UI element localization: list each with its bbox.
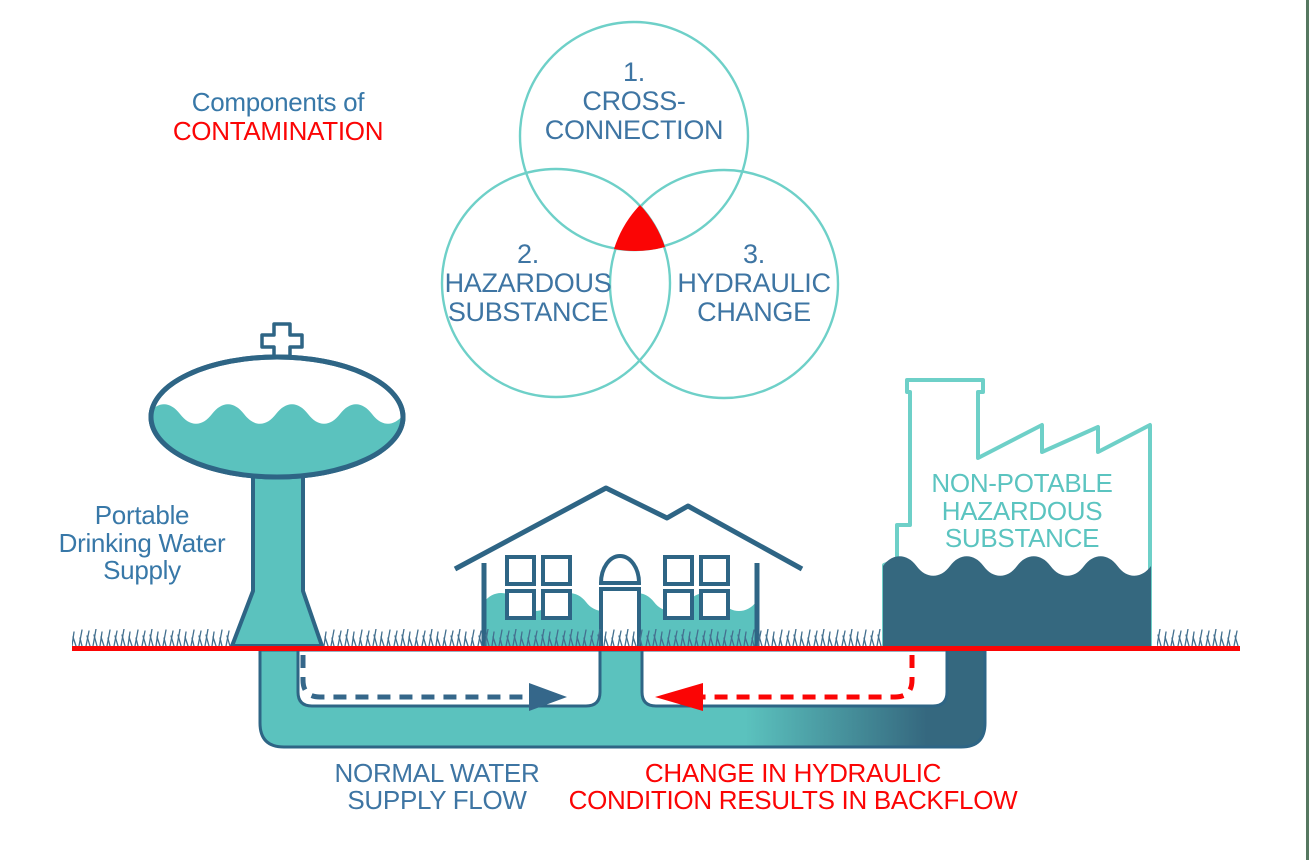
factory-label-line-1: NON-POTABLE	[931, 468, 1113, 498]
venn-circle-hydraulic-change	[608, 168, 840, 400]
water-tower-label-line-1: Portable	[94, 500, 190, 530]
water-tower-valve-icon	[260, 322, 304, 360]
venn-circle-3-line-1: HYDRAULIC	[677, 268, 831, 298]
heading-line-2: CONTAMINATION	[172, 116, 384, 146]
pipe-network	[258, 648, 987, 749]
page-edge-line	[1306, 0, 1309, 860]
venn-circle-2-line-2: SUBSTANCE	[447, 297, 609, 327]
backflow-label-line-2: CONDITION RESULTS IN BACKFLOW	[568, 785, 1018, 815]
water-tower-label-line-3: Supply	[103, 555, 181, 585]
venn-circle-1-line-2: CONNECTION	[544, 115, 724, 145]
ground-line	[72, 646, 1240, 651]
backflow-label-line-1: CHANGE IN HYDRAULIC	[644, 758, 942, 788]
house-door-arch	[598, 554, 642, 585]
venn-circle-2-number: 2.	[517, 239, 539, 269]
venn-circle-2-line-1: HAZARDOUS	[444, 268, 612, 298]
venn-diagram	[440, 20, 840, 400]
factory-hazardous-liquid	[883, 556, 1151, 648]
normal-flow-label-line-2: SUPPLY FLOW	[347, 785, 527, 815]
water-tower-label-line-2: Drinking Water	[58, 527, 226, 558]
house-window-right	[663, 555, 730, 620]
normal-flow-label-line-1: NORMAL WATER	[334, 758, 540, 788]
water-tower-tank-rim	[148, 354, 406, 480]
venn-circle-1-label: 1. CROSS- CONNECTION	[545, 58, 724, 145]
venn-circle-hazardous-substance	[440, 167, 672, 399]
factory-label-line-2: HAZARDOUS	[941, 495, 1103, 526]
venn-circle-3-label: 3. HYDRAULIC CHANGE	[677, 239, 831, 327]
venn-circle-3-number: 3.	[743, 239, 765, 269]
venn-red-intersection	[614, 205, 665, 251]
venn-circle-3-line-2: CHANGE	[697, 297, 811, 327]
backflow-label: CHANGE IN HYDRAULIC CONDITION RESULTS IN…	[569, 760, 1018, 814]
backflow-arrow	[655, 655, 915, 711]
water-tower-stem	[230, 458, 324, 648]
house-figure	[453, 485, 804, 650]
house-window-left	[505, 555, 572, 620]
venn-circle-1-line-1: CROSS-	[582, 86, 686, 116]
water-tower-figure	[148, 322, 406, 648]
heading-line-1: Components of	[191, 87, 365, 117]
factory-label-line-3: SUBSTANCE	[944, 523, 1100, 553]
grass	[72, 629, 1240, 648]
factory-label: NON-POTABLE HAZARDOUS SUBSTANCE	[931, 468, 1113, 553]
venn-circle-2-label: 2. HAZARDOUS SUBSTANCE	[445, 240, 612, 327]
venn-circle-1-number: 1.	[623, 57, 645, 87]
diagram-heading: Components of CONTAMINATION	[172, 87, 384, 146]
factory-figure	[882, 378, 1152, 650]
normal-flow-label: NORMAL WATER SUPPLY FLOW	[335, 760, 540, 814]
water-tower-label: Portable Drinking Water Supply	[58, 500, 226, 585]
house-roof	[453, 485, 804, 572]
normal-flow-arrow	[300, 655, 567, 711]
